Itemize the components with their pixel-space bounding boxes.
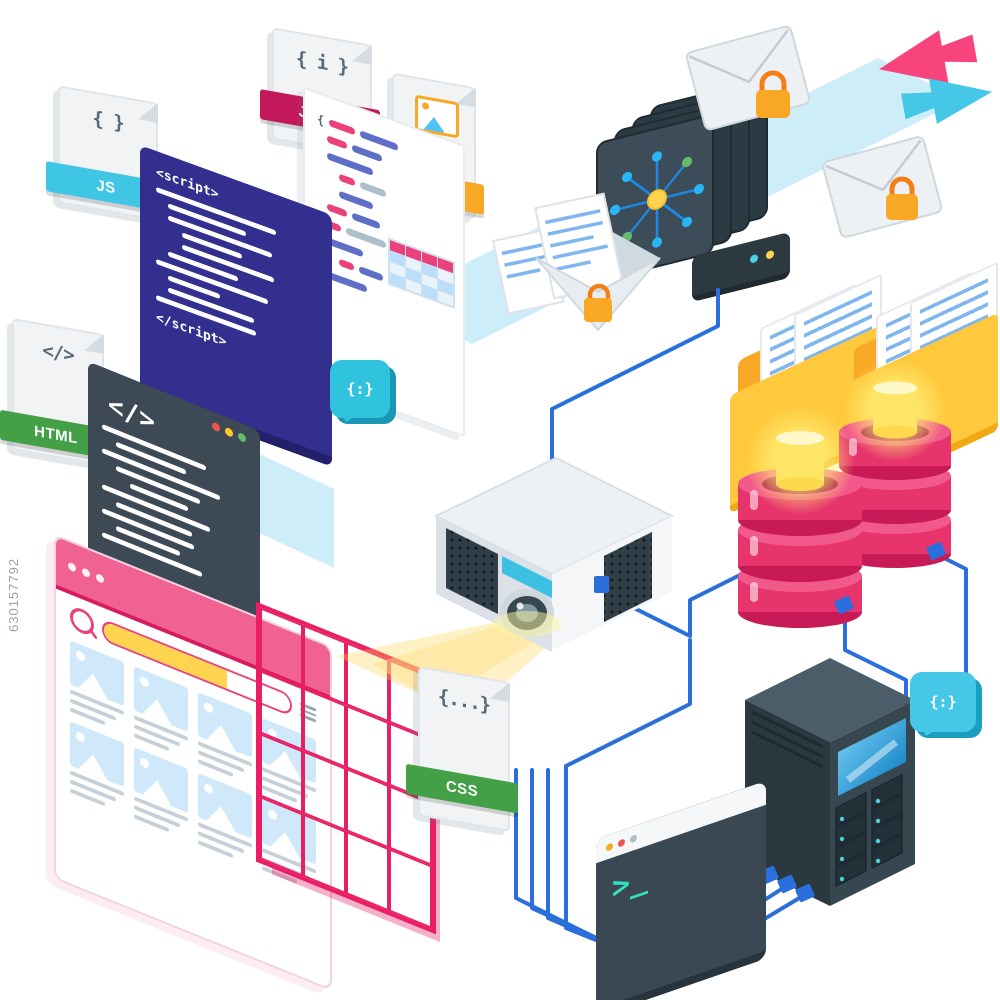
window-dot-icon: [68, 561, 76, 573]
braces-dots-icon: {...}: [437, 685, 491, 717]
terminal-window: >_: [596, 780, 766, 1000]
image-card: [70, 640, 124, 733]
window-dot-icon: [96, 572, 104, 585]
back-arrow-icon: [878, 30, 978, 84]
projector: [433, 456, 675, 652]
server-tower: [741, 658, 915, 906]
window-dot-icon: [630, 833, 637, 844]
bay-lights: [839, 798, 881, 882]
status-light: [750, 253, 758, 264]
cable-port: [594, 576, 609, 593]
status-light: [766, 249, 774, 260]
image-card: [198, 773, 252, 866]
window-dot-icon: [618, 837, 625, 848]
server-screen: [838, 718, 906, 796]
forward-arrow-icon: [901, 78, 993, 124]
code-chat-bubble-right: {:}: [910, 672, 976, 732]
cable-port: [834, 595, 854, 615]
padlock-icon: [886, 176, 918, 220]
window-dot-icon: [82, 567, 90, 579]
accent-stripe: [502, 556, 552, 598]
vent-panel: [604, 532, 652, 622]
window-dot-icon: [606, 841, 613, 852]
envelope-right: [822, 136, 943, 238]
image-card: [70, 721, 124, 814]
braces-i-icon: { i }: [295, 47, 349, 79]
cable-port: [926, 541, 946, 561]
image-card: [198, 692, 252, 785]
lens: [500, 589, 554, 637]
document: [491, 228, 565, 315]
watermark: 630157792: [6, 557, 21, 632]
image-card: [134, 747, 188, 840]
braces-icon: { }: [92, 107, 124, 135]
drive-bays: [835, 773, 903, 888]
folder-documents-right: [846, 261, 1000, 502]
vent-panel: [446, 528, 498, 614]
code-chat-bubble-left: {:}: [330, 360, 390, 418]
image-card: [134, 666, 188, 759]
file-css: {...} CSS: [406, 665, 518, 833]
